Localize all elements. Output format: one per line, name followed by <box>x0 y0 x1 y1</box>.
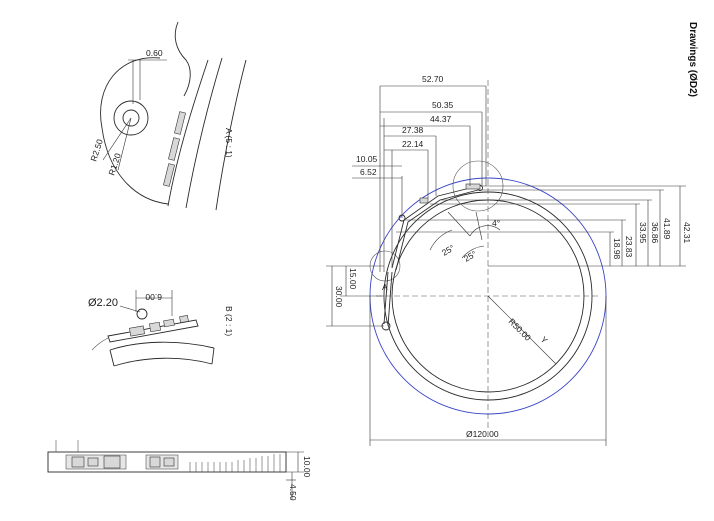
dim-top-6: 10.05 <box>356 154 378 164</box>
detail-a-inner-circle <box>122 109 140 127</box>
angle-1: 4° <box>492 218 500 228</box>
marker-a-label: A <box>382 282 388 292</box>
dim-top-7: 6.52 <box>360 167 377 177</box>
side-view: 10.00 4.50 <box>47 440 312 501</box>
dim-left-1: 15.00 <box>348 268 358 290</box>
sheet-title: Drawings (ØD2) <box>687 22 698 97</box>
dim-top-4: 27.38 <box>402 125 424 135</box>
radius-label: R50.00 <box>507 316 534 343</box>
main-view: A 52.70 50.35 44.37 27.38 22.14 10.05 6.… <box>326 74 692 446</box>
dim-right-4: 33.95 <box>638 222 648 244</box>
detail-a: 0.60 R2.50 R1.20 A (5 : 1) <box>88 21 247 211</box>
detail-b-width-label: 6.00 <box>145 292 162 302</box>
detail-a-label: A (5 : 1) <box>224 128 234 158</box>
detail-a-cable <box>174 21 191 97</box>
detail-b-dia-label: Ø2.20 <box>88 297 118 309</box>
dim-top-3: 44.37 <box>430 114 452 124</box>
detail-b-hole <box>136 308 148 320</box>
detail-a-boundary <box>100 57 169 205</box>
detail-a-width-label: 0.60 <box>146 48 163 58</box>
dim-right-2: 41.89 <box>662 218 672 240</box>
side-view-height-label: 10.00 <box>302 456 312 478</box>
diameter-label: Ø120.00 <box>466 429 499 439</box>
dim-left-2: 30.00 <box>334 286 344 308</box>
dim-top-1: 52.70 <box>422 74 444 84</box>
dim-top-2: 50.35 <box>432 100 454 110</box>
detail-b: 6.00 Ø2.20 B (2 : 1) <box>88 290 234 367</box>
angle-2: 25° <box>440 243 456 258</box>
detail-a-outer-circle <box>113 100 149 136</box>
dim-top-5: 22.14 <box>402 139 424 149</box>
dim-right-1: 42.31 <box>682 222 692 244</box>
detail-b-label: B (2 : 1) <box>224 306 234 336</box>
side-view-thickness-label: 4.50 <box>288 484 298 501</box>
detail-a-radius-outer-label: R2.50 <box>88 138 105 163</box>
dim-right-3: 36.86 <box>650 222 660 244</box>
angle-3: 25° <box>462 249 478 264</box>
marker-y-label: Y <box>539 334 550 345</box>
dim-right-5: 23.83 <box>624 236 634 258</box>
dim-right-6: 18.98 <box>612 238 622 260</box>
